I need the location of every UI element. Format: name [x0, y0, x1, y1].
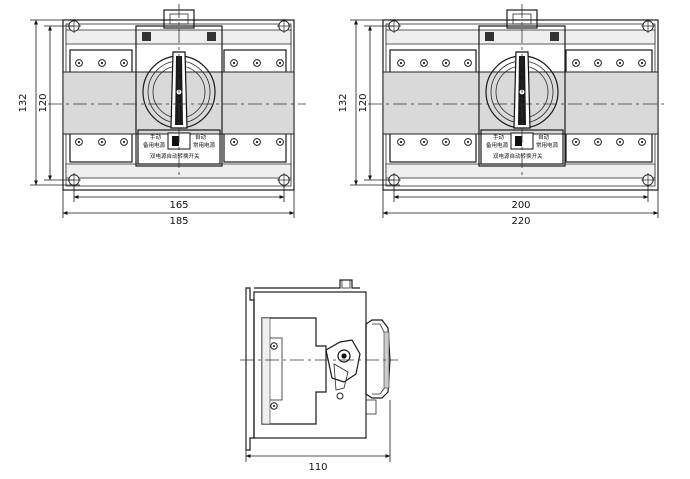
label-manual-2: 手动 [493, 133, 505, 141]
side-view-dimensions: 110 [245, 400, 391, 473]
label-title-1: 双电源自动转换开关 [150, 152, 200, 160]
dim-v2-220: 220 [511, 216, 530, 227]
dim-v1-185: 185 [169, 216, 188, 227]
dim-v2-200: 200 [511, 200, 530, 211]
dim-v1-132: 132 [18, 93, 29, 112]
label-backup-1: 备用电源 [143, 141, 166, 149]
front-view-small: 手动 备用电源 自动 常用电源 双电源自动转换开关 [48, 4, 306, 191]
dim-v1-165: 165 [169, 200, 188, 211]
label-backup-2: 备用电源 [486, 141, 509, 149]
side-view [240, 279, 398, 452]
label-normal-2: 常用电源 [536, 141, 559, 149]
dim-v1-120: 120 [38, 93, 49, 112]
label-auto-1: 自动 [195, 133, 207, 141]
label-manual-1: 手动 [150, 133, 162, 141]
dim-side-110: 110 [308, 462, 327, 473]
label-normal-1: 常用电源 [193, 141, 216, 149]
dim-v2-120: 120 [358, 93, 369, 112]
dim-v2-132: 132 [338, 93, 349, 112]
label-title-2: 双电源自动转换开关 [493, 152, 543, 160]
front-view-2-dimensions: 132 120 200 220 [338, 19, 659, 227]
label-auto-2: 自动 [538, 133, 550, 141]
front-view-1-dimensions: 132 120 165 185 [18, 19, 295, 227]
front-view-large: 手动 备用电源 自动 常用电源 双电源自动转换开关 [368, 4, 668, 191]
